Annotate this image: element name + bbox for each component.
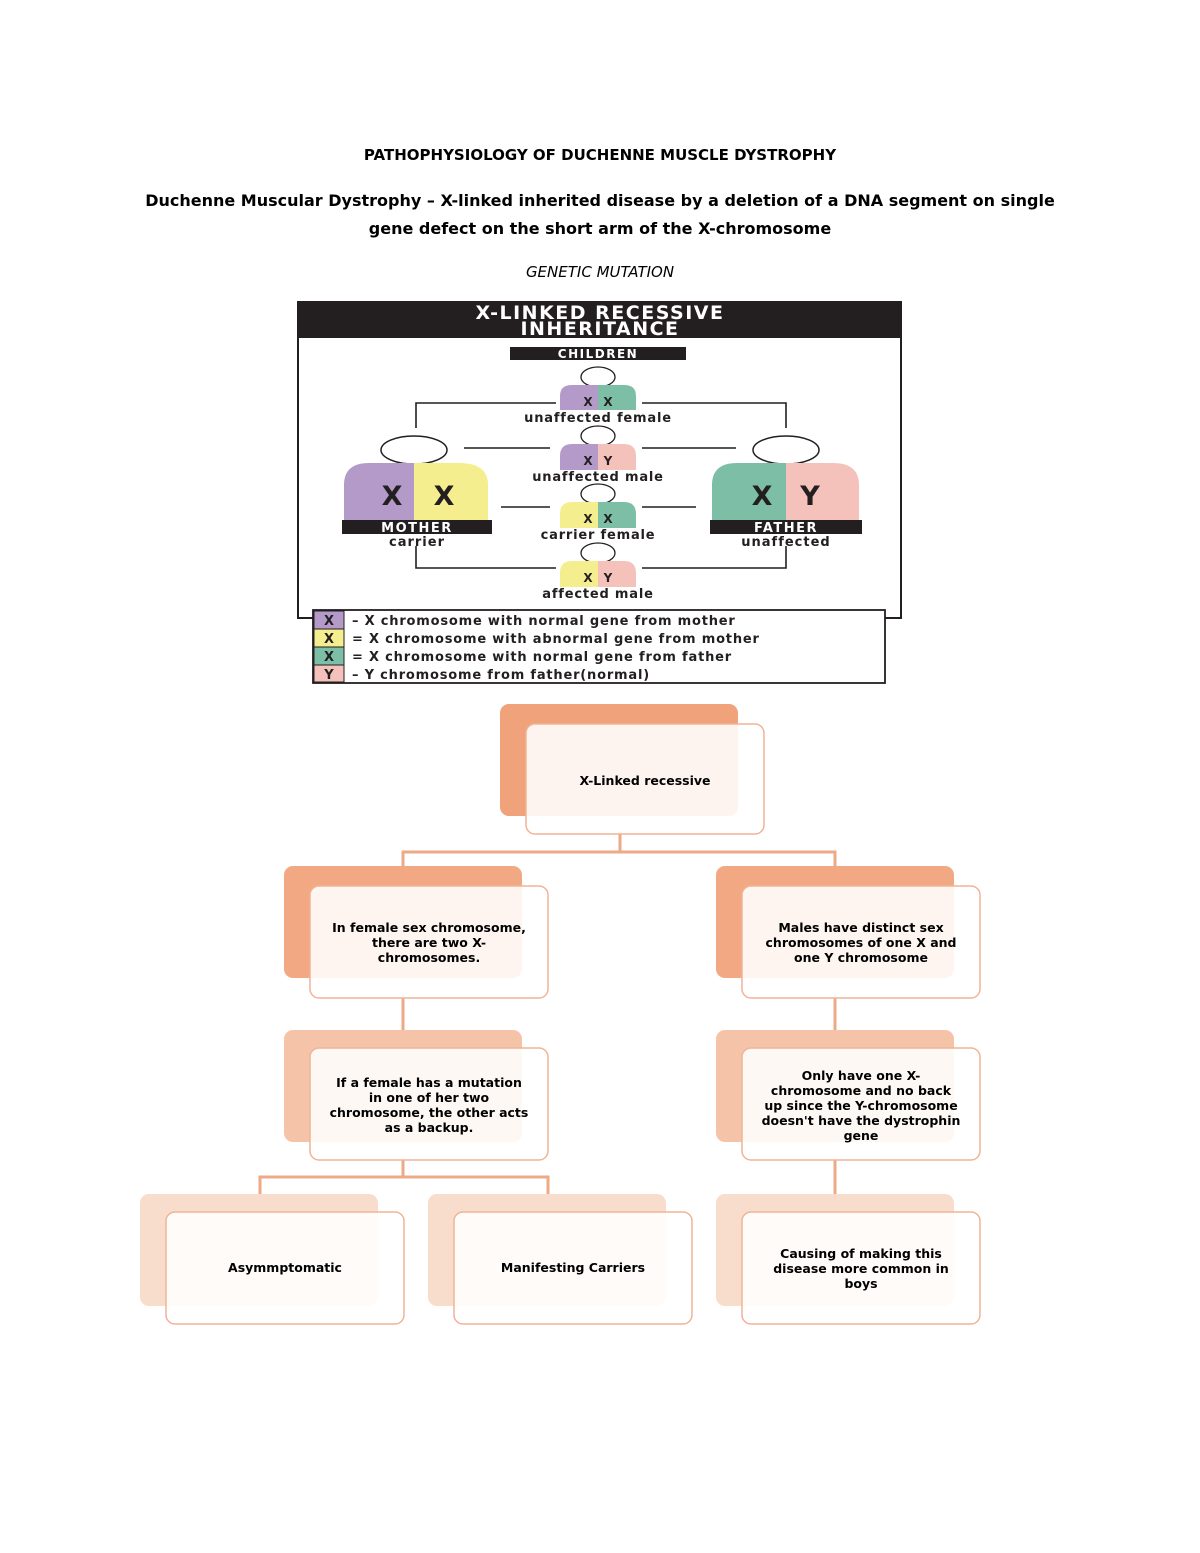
mother-status: carrier xyxy=(389,535,445,550)
legend-symbol-3: X xyxy=(324,650,334,665)
legend-text-1: – X chromosome with normal gene from mot… xyxy=(352,614,736,629)
mother-role: MOTHER xyxy=(381,521,453,536)
mother-abnormal-x xyxy=(414,463,488,520)
father-chromosome-right: Y xyxy=(799,481,820,512)
flowchart-connectors xyxy=(258,832,837,1194)
section-label: GENETIC MUTATION xyxy=(525,263,675,281)
child-affected-male: X Y affected male xyxy=(542,542,653,602)
flow-node-male-chromosomes: Males have distinct sex chromosomes of o… xyxy=(716,866,981,999)
legend-row-1: X – X chromosome with normal gene from m… xyxy=(313,610,736,630)
figure-title-bar xyxy=(298,302,901,338)
child-1-label: unaffected female xyxy=(524,411,672,426)
child-1-right-chromosome: X xyxy=(603,395,613,409)
common-in-boys-line-2: disease more common in xyxy=(773,1261,949,1276)
father-label-bar xyxy=(710,520,862,534)
female-backup-line-4: as a backup. xyxy=(385,1120,474,1135)
mother-chromosome-left: X xyxy=(382,481,403,512)
figure-title-line-1: X-LINKED RECESSIVE xyxy=(476,302,725,324)
child-4-left-chromosome: X xyxy=(583,571,593,585)
child-2-label: unaffected male xyxy=(532,470,664,485)
female-backup-line-3: chromosome, the other acts xyxy=(330,1105,529,1120)
children-label-bar xyxy=(510,347,686,360)
child-1-left-chromosome: X xyxy=(583,395,593,409)
female-chromosomes-line-2: there are two X- xyxy=(372,935,486,950)
manifesting-carriers-text: Manifesting Carriers xyxy=(501,1260,645,1275)
intro-line-1: Duchenne Muscular Dystrophy – X-linked i… xyxy=(145,191,1055,210)
x-linked-flowchart: X-Linked recessive In female sex chromos… xyxy=(140,704,981,1325)
female-backup-line-1: If a female has a mutation xyxy=(336,1075,522,1090)
root-text: X-Linked recessive xyxy=(579,773,710,788)
flow-node-more-common-in-boys: Causing of making this disease more comm… xyxy=(716,1194,981,1325)
mother-chromosome-right: X xyxy=(434,481,455,512)
x-linked-inheritance-figure: X-LINKED RECESSIVE INHERITANCE CHILDREN … xyxy=(297,301,902,684)
father-role: FATHER xyxy=(754,521,818,536)
flow-node-female-backup: If a female has a mutation in one of her… xyxy=(284,1030,549,1161)
male-no-backup-line-5: gene xyxy=(844,1128,879,1143)
father-x xyxy=(712,463,786,520)
male-no-backup-line-2: chromosome and no back xyxy=(771,1083,952,1098)
father-head xyxy=(752,435,820,465)
legend-row-2: X = X chromosome with abnormal gene from… xyxy=(313,628,760,648)
mother-label-bar xyxy=(342,520,492,534)
flow-node-asymptomatic: Asymmptomatic xyxy=(140,1194,405,1325)
flow-node-male-no-backup: Only have one X- chromosome and no back … xyxy=(716,1030,981,1161)
mother-head xyxy=(380,435,448,465)
family-connector-lines xyxy=(415,402,787,569)
female-chromosomes-line-1: In female sex chromosome, xyxy=(332,920,526,935)
child-3-right-chromosome: X xyxy=(603,512,613,526)
legend-symbol-4: Y xyxy=(323,668,334,683)
intro-paragraph: Duchenne Muscular Dystrophy – X-linked i… xyxy=(140,187,1060,243)
child-unaffected-male: X Y unaffected male xyxy=(532,425,664,485)
male-chromosomes-line-3: one Y chromosome xyxy=(794,950,928,965)
child-4-label: affected male xyxy=(542,587,653,602)
common-in-boys-line-3: boys xyxy=(844,1276,877,1291)
figure-title-line-2: INHERITANCE xyxy=(520,318,679,340)
legend-symbol-2: X xyxy=(324,632,334,647)
female-chromosomes-line-3: chromosomes. xyxy=(378,950,480,965)
asymptomatic-text: Asymmptomatic xyxy=(228,1260,342,1275)
father-chromosome-left: X xyxy=(752,481,773,512)
flow-node-manifesting-carriers: Manifesting Carriers xyxy=(428,1194,693,1325)
mother-figure: X X MOTHER carrier xyxy=(342,435,492,550)
legend-text-2: = X chromosome with abnormal gene from m… xyxy=(352,632,760,647)
male-no-backup-line-3: up since the Y-chromosome xyxy=(764,1098,957,1113)
father-figure: X Y FATHER unaffected xyxy=(710,435,862,550)
legend-row-3: X = X chromosome with normal gene from f… xyxy=(313,646,732,666)
legend-symbol-1: X xyxy=(324,614,334,629)
child-unaffected-female: X X unaffected female xyxy=(524,366,672,426)
common-in-boys-line-1: Causing of making this xyxy=(780,1246,942,1261)
child-2-left-chromosome: X xyxy=(583,454,593,468)
child-carrier-female: X X carrier female xyxy=(541,483,656,543)
chromosome-legend: X – X chromosome with normal gene from m… xyxy=(312,609,886,684)
page-title: PATHOPHYSIOLOGY OF DUCHENNE MUSCLE DYSTR… xyxy=(363,146,837,164)
legend-frame xyxy=(312,609,886,684)
female-backup-line-2: in one of her two xyxy=(369,1090,490,1105)
father-y xyxy=(786,463,859,520)
legend-text-3: = X chromosome with normal gene from fat… xyxy=(352,650,732,665)
children-label: CHILDREN xyxy=(558,347,638,361)
flow-node-root: X-Linked recessive xyxy=(500,704,765,835)
mother-normal-x xyxy=(344,463,414,520)
male-no-backup-line-1: Only have one X- xyxy=(802,1068,921,1083)
child-2-right-chromosome: Y xyxy=(603,454,613,468)
father-status: unaffected xyxy=(741,535,830,550)
legend-text-4: – Y chromosome from father(normal) xyxy=(352,668,650,683)
child-4-right-chromosome: Y xyxy=(603,571,613,585)
child-3-label: carrier female xyxy=(541,528,656,543)
legend-row-4: Y – Y chromosome from father(normal) xyxy=(313,664,650,683)
male-chromosomes-line-1: Males have distinct sex xyxy=(778,920,943,935)
male-chromosomes-line-2: chromosomes of one X and xyxy=(766,935,957,950)
child-3-left-chromosome: X xyxy=(583,512,593,526)
intro-line-2: gene defect on the short arm of the X-ch… xyxy=(368,219,832,238)
flow-node-female-chromosomes: In female sex chromosome, there are two … xyxy=(284,866,549,999)
male-no-backup-line-4: doesn't have the dystrophin xyxy=(762,1113,961,1128)
